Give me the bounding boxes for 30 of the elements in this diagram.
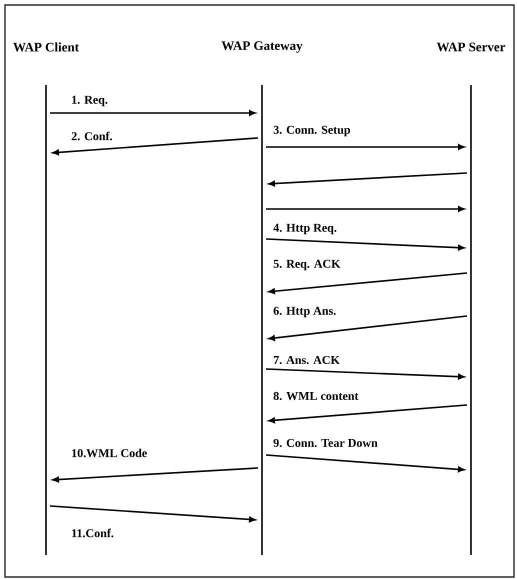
edge-label: 3. Conn. Setup [272, 124, 352, 138]
edge-label: 10.WML Code [70, 448, 148, 458]
arrow [52, 137, 258, 156]
arrow [266, 238, 465, 251]
edge-label: 8. WML content [272, 390, 360, 402]
arrow [268, 404, 468, 424]
arrow [50, 110, 256, 116]
edge-label: 7. Ans. ACK [272, 354, 341, 366]
lifeline [470, 85, 472, 555]
edge-label: 6. Http Ans. [272, 306, 338, 318]
edge-label: 1. Req. [70, 94, 109, 108]
arrow [52, 467, 258, 482]
arrow [268, 315, 468, 341]
arrow [266, 144, 465, 150]
arrow [266, 206, 465, 212]
arrow [266, 368, 465, 380]
arrow [50, 505, 256, 522]
participant-label: WAP Server [436, 42, 506, 52]
arrow [268, 172, 468, 186]
edge-label: 5. Req. ACK [272, 258, 342, 272]
edge-label: 9. Conn. Tear Down [272, 438, 379, 448]
edge-label: 2. Conf. [70, 130, 114, 142]
lifeline [45, 85, 47, 555]
participant-label: WAP Gateway [222, 41, 302, 53]
arrow [266, 454, 465, 472]
edge-label: 4. Http Req. [272, 222, 338, 236]
edge-label: 11.Conf. [70, 528, 115, 538]
lifeline [261, 85, 263, 555]
participant-label: WAP Client [13, 42, 79, 52]
arrow [268, 272, 468, 294]
